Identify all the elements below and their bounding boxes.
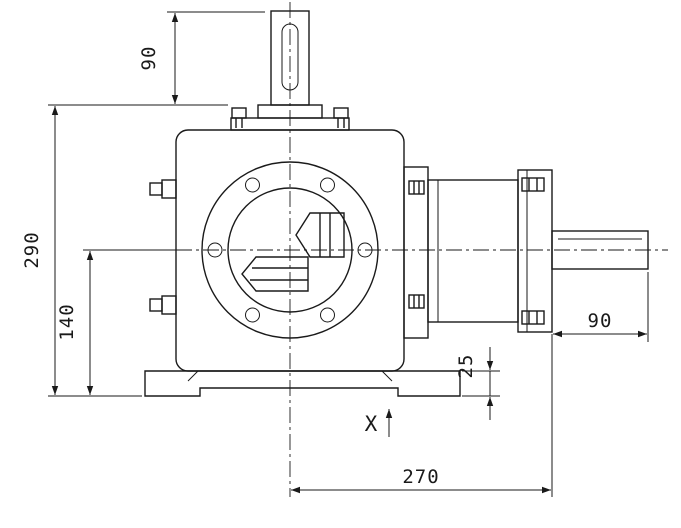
dim-label-overall-height: 290	[21, 231, 43, 268]
view-marker-label: X	[365, 412, 378, 436]
dim-label-base-height: 25	[455, 354, 477, 379]
cover-bolt-hole	[357, 242, 373, 258]
cover-bolt-hole	[207, 242, 223, 258]
side-plate-bolt-upper	[408, 180, 425, 195]
base-chamfer-right	[381, 370, 393, 382]
left-bolt-upper	[149, 179, 177, 199]
output-flange-bolt-upper	[521, 177, 545, 192]
cover-circle-inner	[227, 187, 353, 313]
bearing-cylinder	[427, 179, 519, 323]
cover-bolt-hole	[320, 307, 335, 323]
cover-bolt-hole	[245, 307, 260, 323]
cover-bolt-hole	[245, 177, 260, 193]
output-shaft	[551, 230, 649, 270]
input-shaft-keyway	[281, 23, 299, 91]
dim-label-output-shaft: 90	[588, 310, 613, 332]
side-plate-bolt-lower	[408, 294, 425, 309]
dim-label-input-shaft: 90	[138, 46, 160, 71]
left-bolt-lower	[149, 295, 177, 315]
gearbox-body	[144, 10, 649, 397]
output-flange-bolt-lower	[521, 310, 545, 325]
cover-circle-outer	[201, 161, 379, 339]
dim-label-overall-width: 270	[402, 466, 439, 488]
base-chamfer-left	[187, 370, 199, 382]
top-flange-bolt-right	[333, 107, 349, 128]
dimensions	[48, 11, 649, 497]
dim-label-axis-height: 140	[56, 303, 78, 340]
cover-bolt-hole	[320, 177, 335, 193]
dimension-labels: 90 290 140 90 25 270 X	[21, 46, 613, 488]
base-foot	[144, 370, 461, 397]
top-flange-bolt-left	[231, 107, 247, 128]
bevel-gear-silhouette	[241, 212, 345, 292]
centerlines	[176, 2, 668, 497]
output-flange	[517, 169, 553, 333]
